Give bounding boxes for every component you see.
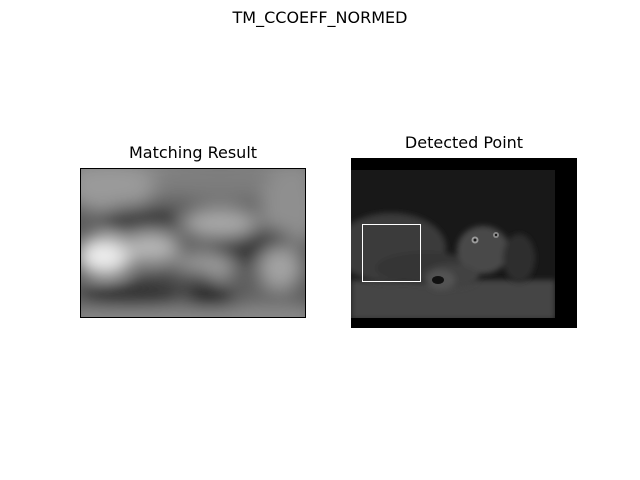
matching-result-heatmap	[80, 168, 306, 318]
detection-box	[362, 224, 421, 282]
matching-result-title: Matching Result	[128, 143, 258, 162]
figure-title: TM_CCOEFF_NORMED	[232, 8, 408, 27]
detected-point-image	[351, 158, 577, 328]
detected-point-title: Detected Point	[404, 133, 524, 152]
